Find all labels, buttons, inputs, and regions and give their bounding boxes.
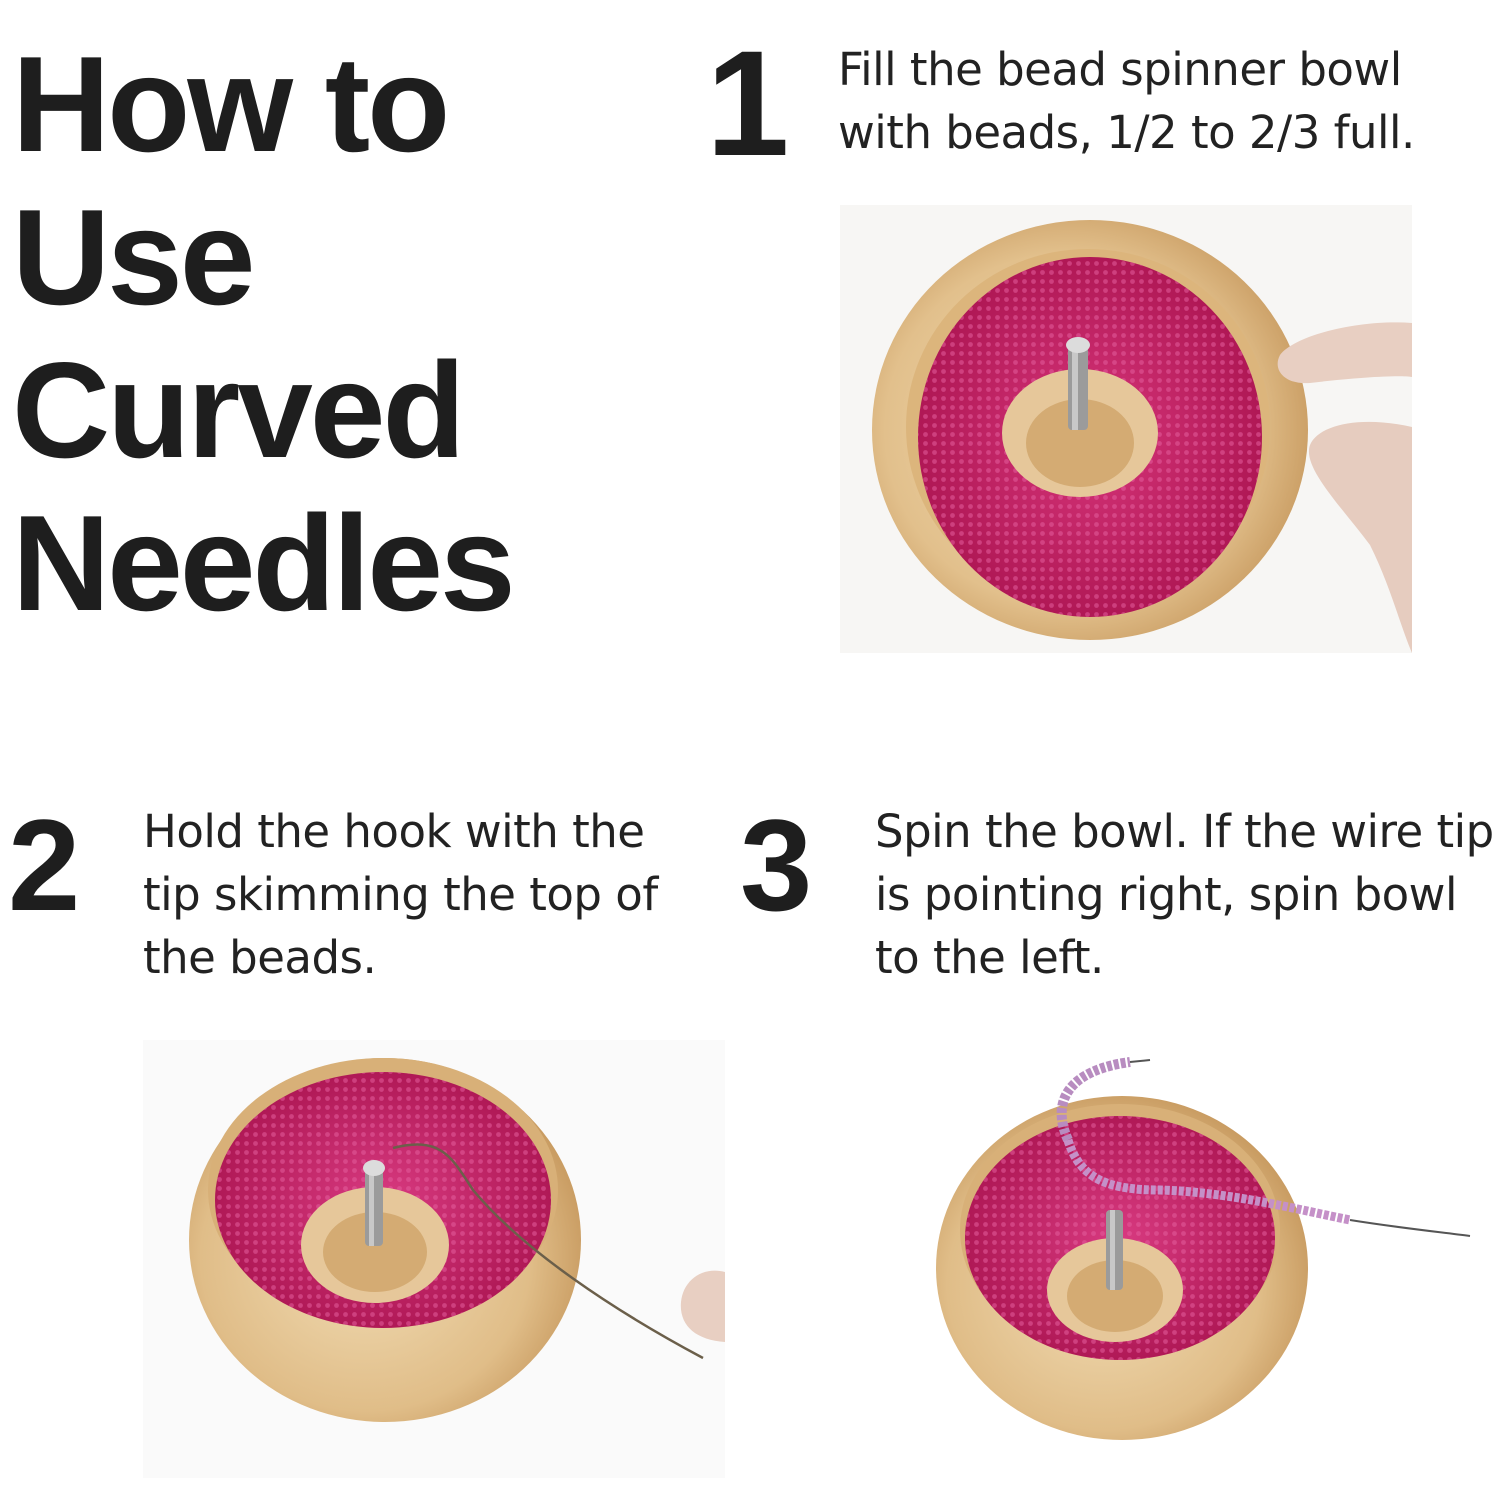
spinning-bowl-image bbox=[936, 1057, 1471, 1440]
title-line: Needles bbox=[12, 487, 516, 639]
title-line: Curved bbox=[12, 334, 466, 486]
step-2-text: Hold the hook with the tip skimming the … bbox=[143, 800, 703, 989]
step-3-photo bbox=[900, 1040, 1480, 1460]
step-2-line: tip skimming the top of bbox=[143, 868, 658, 921]
page-title: How to Use Curved Needles bbox=[12, 28, 652, 640]
step-1-line: Fill the bead spinner bowl bbox=[838, 43, 1402, 96]
step-3-line: to the left. bbox=[875, 931, 1104, 984]
step-1-number: 1 bbox=[706, 19, 790, 187]
step-2-number: 2 bbox=[8, 792, 81, 938]
title-line: How to bbox=[12, 28, 450, 180]
step-3-line: is pointing right, spin bowl bbox=[875, 868, 1458, 921]
step-1-text: Fill the bead spinner bowl with beads, 1… bbox=[838, 38, 1478, 164]
step-3-line: Spin the bowl. If the wire tip bbox=[875, 805, 1494, 858]
step-2-photo bbox=[143, 1040, 725, 1478]
step-3-number: 3 bbox=[740, 792, 813, 938]
step-2-line: Hold the hook with the bbox=[143, 805, 645, 858]
bead-spinner-bowl-image bbox=[872, 220, 1412, 653]
step-1-photo bbox=[840, 205, 1412, 653]
step-2-line: the beads. bbox=[143, 931, 377, 984]
step-3-text: Spin the bowl. If the wire tip is pointi… bbox=[875, 800, 1495, 989]
step-1-line: with beads, 1/2 to 2/3 full. bbox=[838, 106, 1415, 159]
title-line: Use bbox=[12, 181, 256, 333]
hook-in-bowl-image bbox=[189, 1058, 725, 1422]
